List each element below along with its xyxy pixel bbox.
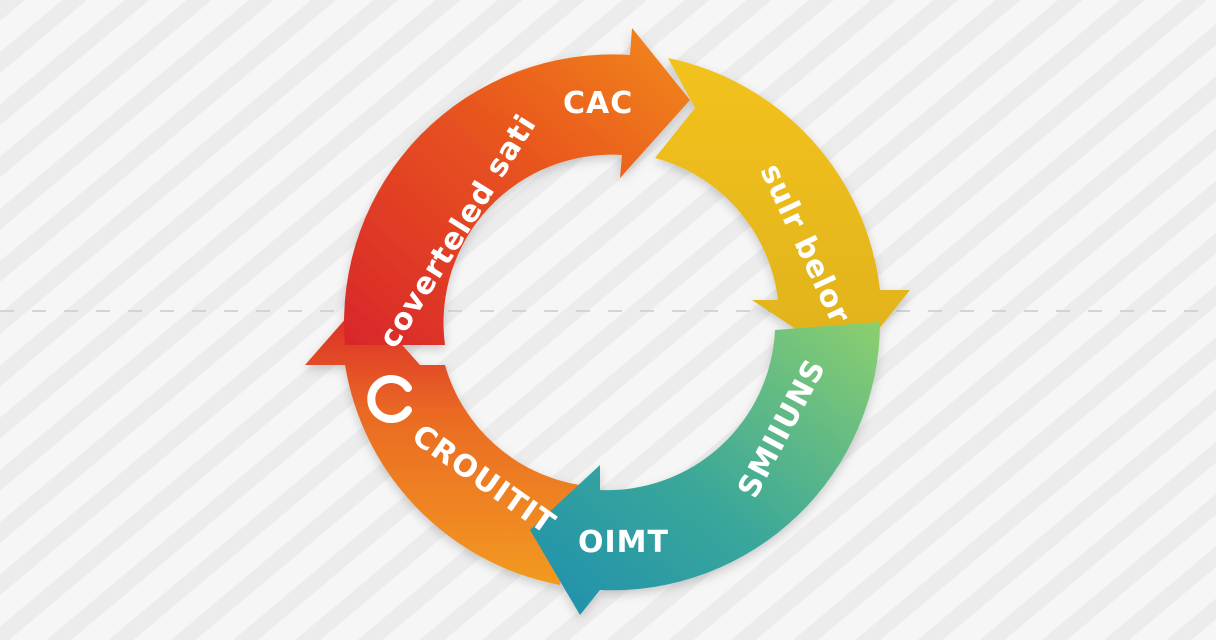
label-bottom: OIMT (578, 525, 669, 560)
segment-right (655, 58, 910, 365)
segment-bottom-left (305, 300, 580, 585)
label-top: CAC (563, 86, 633, 121)
segment-bottom-right (530, 322, 881, 615)
c-mark-icon (367, 375, 412, 423)
segment-top-left (344, 28, 690, 345)
